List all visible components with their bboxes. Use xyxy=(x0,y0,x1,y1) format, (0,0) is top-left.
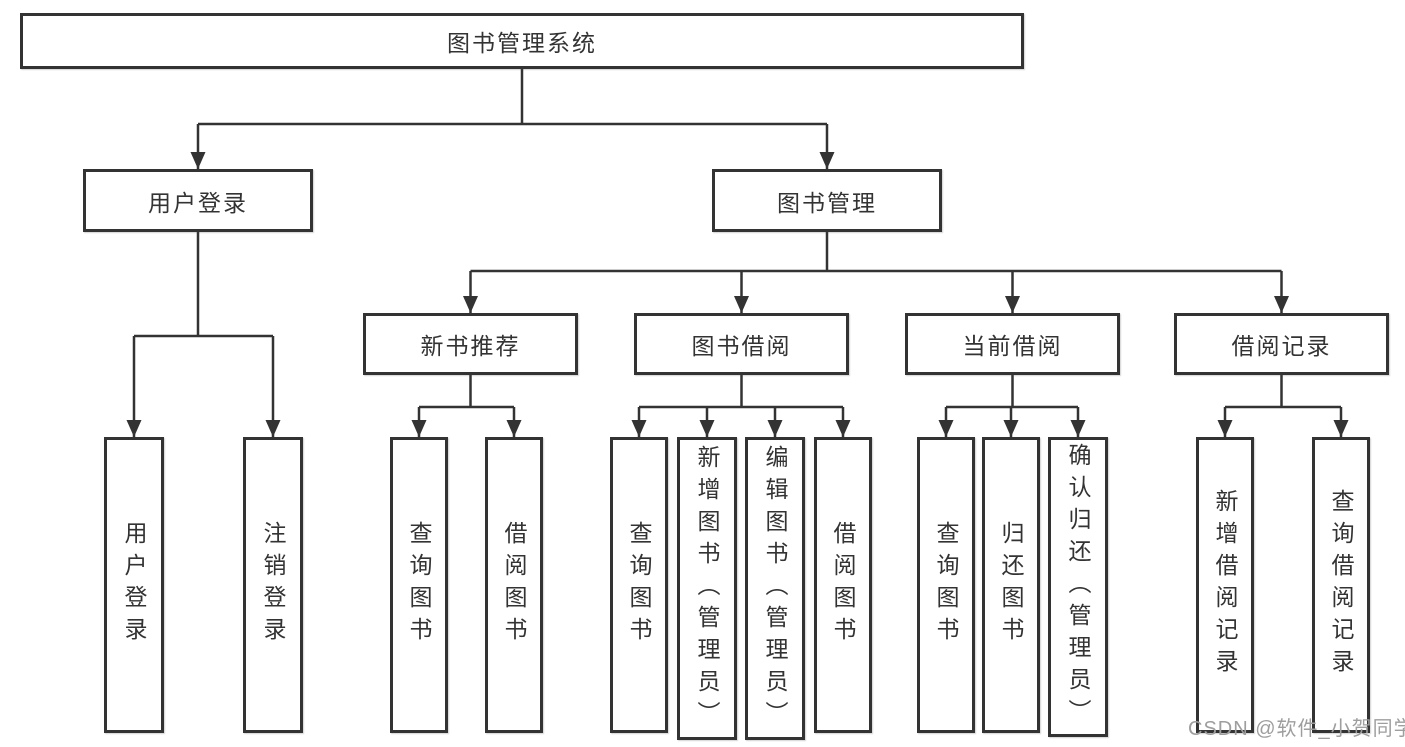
node-current-borrowing: 当前借阅 xyxy=(905,313,1120,375)
node-borrow-books-action: 借阅图书 xyxy=(814,437,872,733)
connector-root-to-level2 xyxy=(190,69,835,169)
connector-current-to-leaves xyxy=(938,375,1086,437)
node-query-books-borrow: 查询图书 xyxy=(610,437,668,733)
node-query-books-rec: 查询图书 xyxy=(390,437,448,733)
node-borrow-books-rec: 借阅图书 xyxy=(485,437,543,733)
node-library-system: 图书管理系统 xyxy=(20,13,1024,69)
node-book-management: 图书管理 xyxy=(712,169,942,232)
connector-book-mgmt-to-level3 xyxy=(463,232,1289,313)
node-user-login-action: 用户登录 xyxy=(104,437,164,733)
node-return-books: 归还图书 xyxy=(982,437,1040,733)
connector-user-login-to-leaves xyxy=(126,232,281,437)
node-logout-action: 注销登录 xyxy=(243,437,303,733)
csdn-watermark: CSDN @软件_小贺同学 xyxy=(1188,718,1405,740)
connector-records-to-leaves xyxy=(1217,375,1349,437)
connector-new-rec-to-leaves xyxy=(411,375,522,437)
node-book-borrowing: 图书借阅 xyxy=(634,313,849,375)
node-add-borrow-record: 新增借阅记录 xyxy=(1196,437,1254,733)
node-add-books-admin: 新增图书（管理员） xyxy=(677,437,737,740)
node-new-book-recommend: 新书推荐 xyxy=(363,313,578,375)
node-query-books-current: 查询图书 xyxy=(917,437,975,733)
node-edit-books-admin: 编辑图书（管理员） xyxy=(745,437,805,740)
node-user-login: 用户登录 xyxy=(83,169,313,232)
connector-borrow-to-leaves xyxy=(631,375,851,437)
node-confirm-return-admin: 确认归还（管理员） xyxy=(1048,437,1108,737)
node-borrowing-records: 借阅记录 xyxy=(1174,313,1389,375)
node-query-borrow-record: 查询借阅记录 xyxy=(1312,437,1370,733)
